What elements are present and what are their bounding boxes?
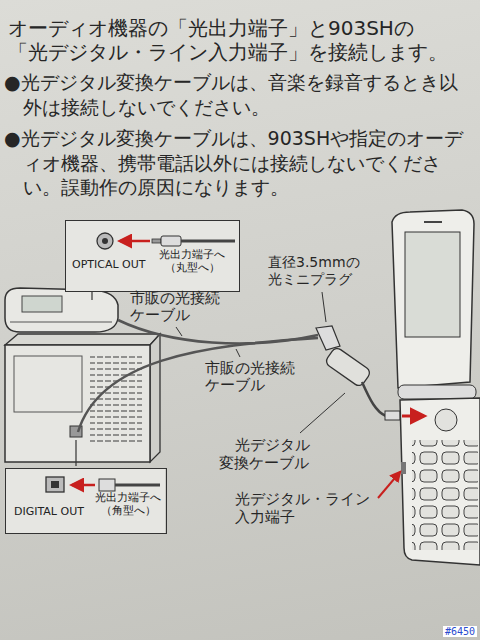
phone-hinge [398, 385, 476, 399]
stereo-unit [5, 345, 150, 462]
plug-note: 光出力端子へ（丸型へ） [158, 248, 226, 274]
stereo-top [5, 334, 160, 345]
stereo-vents [90, 356, 142, 446]
phone-keypad [412, 440, 478, 550]
converter-box [324, 346, 372, 388]
insert-arrow [402, 415, 424, 418]
part-label: 市販の光接続ケーブル [130, 290, 225, 325]
lead-text: オーディオ機器の「光出力端子」と903SHの「光デジタル・ライン入力端子」を接続… [8, 16, 448, 65]
stereo-panel [14, 356, 82, 412]
phone-lower [400, 398, 480, 565]
phone-upper [392, 210, 474, 388]
round-plug-tip [152, 239, 161, 243]
inset-leader [75, 440, 76, 466]
plug-cable [181, 240, 235, 243]
round-jack [97, 233, 113, 249]
converter-cable [362, 382, 386, 416]
round-plug [161, 236, 181, 246]
portable-player [5, 288, 118, 332]
port-name: DIGITAL OUT [14, 505, 84, 518]
inset-ground [65, 220, 240, 292]
watermark: #6450 [443, 626, 477, 637]
part-label: 市販の光接続ケーブル [205, 360, 300, 395]
inset-box: OPTICAL OUT 光出力端子へ（丸型へ） [65, 220, 240, 292]
port-name: OPTICAL OUT [72, 258, 146, 271]
leader-line [300, 393, 345, 433]
insert-arrow [72, 484, 95, 487]
inset-ground [5, 468, 165, 534]
mini-plug [316, 326, 340, 350]
round-jack-hole [102, 238, 108, 244]
inset-box: DIGITAL OUT 光出力端子へ（角型へ） [5, 468, 167, 534]
phone-screen [405, 232, 460, 337]
pointer-arrow [378, 472, 400, 498]
optical-cable [78, 338, 318, 432]
phone-input-port [401, 462, 406, 474]
part-label: 光デジタル変換ケーブル [219, 436, 324, 472]
square-jack [46, 477, 64, 492]
leader-line [322, 292, 326, 322]
part-label: 直径3.5mmの光ミニプラグ [268, 254, 360, 288]
plug-note: 光出力端子へ（角型へ） [94, 491, 162, 517]
inset-leader [91, 292, 92, 300]
stereo-side [150, 334, 160, 462]
square-jack-hole [51, 481, 59, 488]
player-display [22, 296, 62, 312]
leader-line [236, 349, 240, 357]
square-plug [99, 479, 115, 491]
leader-line [176, 327, 182, 336]
phone-speaker [424, 221, 442, 223]
part-label: 光デジタル・ライン入力端子 [235, 490, 375, 526]
insert-arrow [120, 240, 150, 243]
note-text: ●光デジタル変換ケーブルは、音楽を録音するとき以外は接続しないでください。 [4, 70, 472, 119]
plug-cable [115, 484, 160, 487]
phone-nav-key [435, 409, 457, 431]
player-lid-line [10, 322, 112, 323]
converter-plug [385, 411, 400, 420]
note-text: ●光デジタル変換ケーブルは、903SHや指定のオーディオ機器、携帯電話以外には接… [4, 126, 472, 200]
